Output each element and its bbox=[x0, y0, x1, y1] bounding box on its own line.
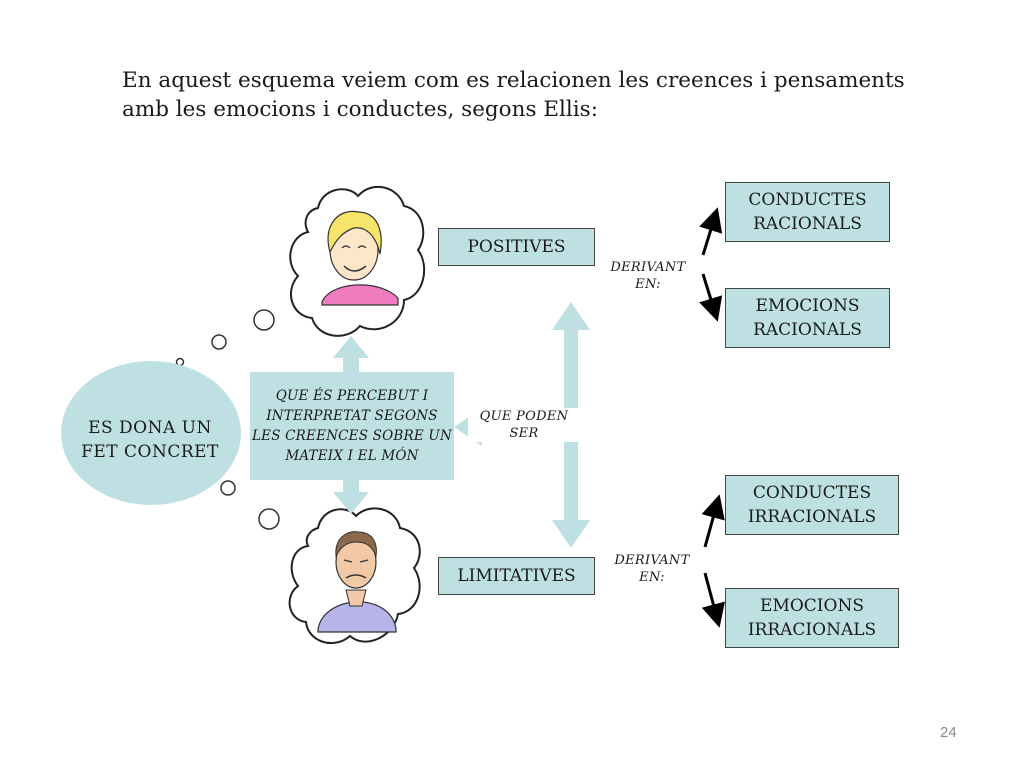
fact-label: ES DONA UN FET CONCRET bbox=[81, 418, 219, 462]
fact-ellipse bbox=[61, 361, 241, 505]
arrow-to-irrational-conduct bbox=[701, 494, 725, 548]
page-number: 24 bbox=[940, 724, 957, 741]
thought-bubble-dots bbox=[175, 309, 280, 530]
sad-man-icon bbox=[317, 531, 397, 633]
limiting-box: LIMITATIVES bbox=[438, 557, 595, 595]
can-be-label: QUE PODEN SER bbox=[468, 408, 580, 442]
branch-arrows bbox=[699, 207, 725, 628]
deriving-label-bottom: DERIVANT EN: bbox=[614, 553, 690, 585]
arrow-to-rational-emotion bbox=[699, 273, 723, 322]
slide-title: En aquest esquema veiem com es relacione… bbox=[122, 68, 905, 122]
rational-emotion-box: EMOCIONS RACIONALS bbox=[725, 288, 890, 348]
arrow-to-rational-conduct bbox=[699, 207, 723, 256]
interpretation-text: QUE ÉS PERCEBUT I INTERPRETAT SEGONS LES… bbox=[251, 388, 453, 464]
irrational-emotion-box: EMOCIONS IRRACIONALS bbox=[725, 588, 899, 648]
positive-box: POSITIVES bbox=[438, 228, 595, 266]
irrational-conduct-box: CONDUCTES IRRACIONALS bbox=[725, 475, 899, 535]
rational-conduct-box: CONDUCTES RACIONALS bbox=[725, 182, 890, 242]
deriving-label-top: DERIVANT EN: bbox=[610, 260, 686, 292]
interpretation-box bbox=[250, 372, 454, 480]
arrow-to-irrational-emotion bbox=[701, 572, 725, 628]
smiling-woman-icon bbox=[321, 210, 399, 306]
